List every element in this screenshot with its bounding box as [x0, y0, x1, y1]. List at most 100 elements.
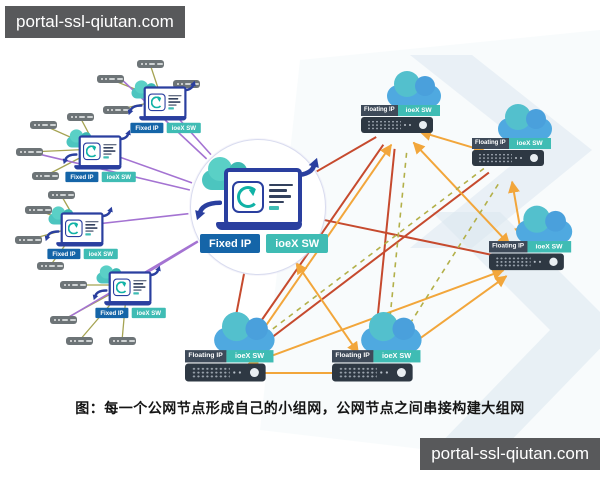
lan-device: [97, 75, 124, 83]
public-node: Floating IP ioeX SW: [488, 205, 589, 274]
cloud-icon: [387, 71, 441, 107]
screen-text-lines: [133, 280, 147, 295]
ioex-sw-badge: ioeX SW: [101, 172, 136, 183]
fixed-ip-badge: Fixed IP: [95, 308, 129, 319]
fixed-ip-badge: Fixed IP: [200, 234, 261, 253]
ioex-sw-badge: ioeX SW: [225, 350, 273, 363]
floating-ip-badge: Floating IP: [184, 350, 226, 363]
edge-line: [412, 141, 511, 246]
laptop-icon: [108, 271, 152, 304]
server-knob: [396, 368, 406, 378]
server-icon: [488, 253, 564, 271]
laptop-icon: [60, 212, 104, 245]
server-icon: [361, 117, 433, 133]
floating-ip-badge: Floating IP: [488, 241, 527, 253]
refresh-icon: [112, 278, 131, 297]
sync-arrow-down-icon: [195, 200, 222, 221]
edge-line: [385, 152, 408, 354]
ioex-sw-badge: ioeX SW: [166, 123, 201, 134]
lan-device: [109, 337, 136, 345]
server-icon: [331, 364, 413, 382]
lan-device: [30, 121, 57, 129]
fixed-ip-badge: Fixed IP: [65, 172, 99, 183]
screen-text-lines: [168, 95, 182, 110]
lan-device: [137, 60, 164, 68]
lan-device: [37, 262, 64, 270]
lan-device: [48, 191, 75, 199]
fixed-ip-badge: Fixed IP: [130, 123, 164, 134]
laptop-base: [103, 301, 152, 306]
public-node: Floating IP ioeX SW: [184, 312, 293, 386]
server-knob: [548, 257, 558, 267]
chevron-arrow: [432, 330, 600, 452]
server-vents: [367, 120, 401, 130]
watermark-top: portal-ssl-qiutan.com: [5, 6, 185, 38]
private-cluster: Fixed IP ioeX SW: [61, 129, 136, 187]
laptop-icon: [143, 86, 187, 119]
public-node: Floating IP ioeX SW: [361, 71, 457, 137]
server-vents: [191, 367, 230, 379]
laptop-base: [138, 116, 187, 121]
cloud-icon: [515, 205, 572, 244]
watermark-bottom: portal-ssl-qiutan.com: [420, 438, 600, 470]
public-node: Floating IP ioeX SW: [472, 104, 568, 170]
private-cluster: Fixed IP ioeX SW: [192, 157, 329, 262]
laptop-icon: [224, 168, 302, 226]
server-icon: [184, 364, 266, 382]
refresh-icon: [147, 93, 166, 112]
sync-arrow-down-icon: [62, 153, 78, 165]
lan-device: [103, 106, 130, 114]
edge-line: [32, 151, 191, 191]
edge-line: [238, 167, 485, 356]
laptop-icon: [78, 135, 122, 168]
private-cluster: Fixed IP ioeX SW: [91, 265, 166, 323]
server-vents: [494, 256, 531, 268]
lan-device: [16, 148, 43, 156]
figure-caption: 图：每一个公网节点形成自己的小组网，公网节点之间串接构建大组网: [75, 400, 525, 416]
floating-ip-badge: Floating IP: [331, 350, 373, 363]
edge-line: [140, 241, 199, 278]
ioex-sw-badge: ioeX SW: [83, 249, 118, 260]
lan-device: [173, 80, 200, 88]
ioex-sw-badge: ioeX SW: [508, 138, 551, 149]
server-icon: [472, 150, 544, 166]
sync-arrow-down-icon: [92, 289, 108, 301]
sync-arrow-down-icon: [44, 230, 60, 242]
refresh-icon: [64, 219, 83, 238]
refresh-icon: [82, 142, 101, 161]
laptop-base: [216, 222, 302, 230]
edge-line: [94, 212, 189, 226]
lan-device: [15, 236, 42, 244]
laptop-base: [55, 242, 104, 247]
lan-device: [25, 206, 52, 214]
lan-device: [60, 281, 87, 289]
lan-device: [50, 316, 77, 324]
ioex-sw-badge: ioeX SW: [526, 241, 571, 253]
floating-ip-badge: Floating IP: [361, 105, 398, 116]
floating-ip-badge: Floating IP: [472, 138, 509, 149]
ioex-sw-badge: ioeX SW: [397, 105, 440, 116]
server-knob: [419, 121, 427, 129]
screen-text-lines: [269, 183, 294, 211]
cloud-icon: [498, 104, 552, 140]
private-cluster: Fixed IP ioeX SW: [126, 80, 201, 138]
public-node: Floating IP ioeX SW: [331, 312, 440, 386]
screen-text-lines: [103, 144, 117, 159]
ioex-sw-badge: ioeX SW: [266, 234, 329, 253]
lan-device: [32, 172, 59, 180]
edge-line: [324, 219, 503, 259]
sync-arrow-down-icon: [127, 104, 143, 116]
edge-line: [111, 153, 193, 184]
private-cluster: Fixed IP ioeX SW: [43, 206, 118, 264]
laptop-base: [73, 165, 122, 170]
server-knob: [530, 154, 538, 162]
server-knob: [249, 368, 259, 378]
ioex-sw-badge: ioeX SW: [372, 350, 420, 363]
fixed-ip-badge: Fixed IP: [47, 249, 81, 260]
lan-device: [66, 337, 93, 345]
screen-text-lines: [85, 221, 99, 236]
server-vents: [478, 153, 512, 163]
ioex-sw-badge: ioeX SW: [131, 308, 166, 319]
lan-device: [67, 113, 94, 121]
